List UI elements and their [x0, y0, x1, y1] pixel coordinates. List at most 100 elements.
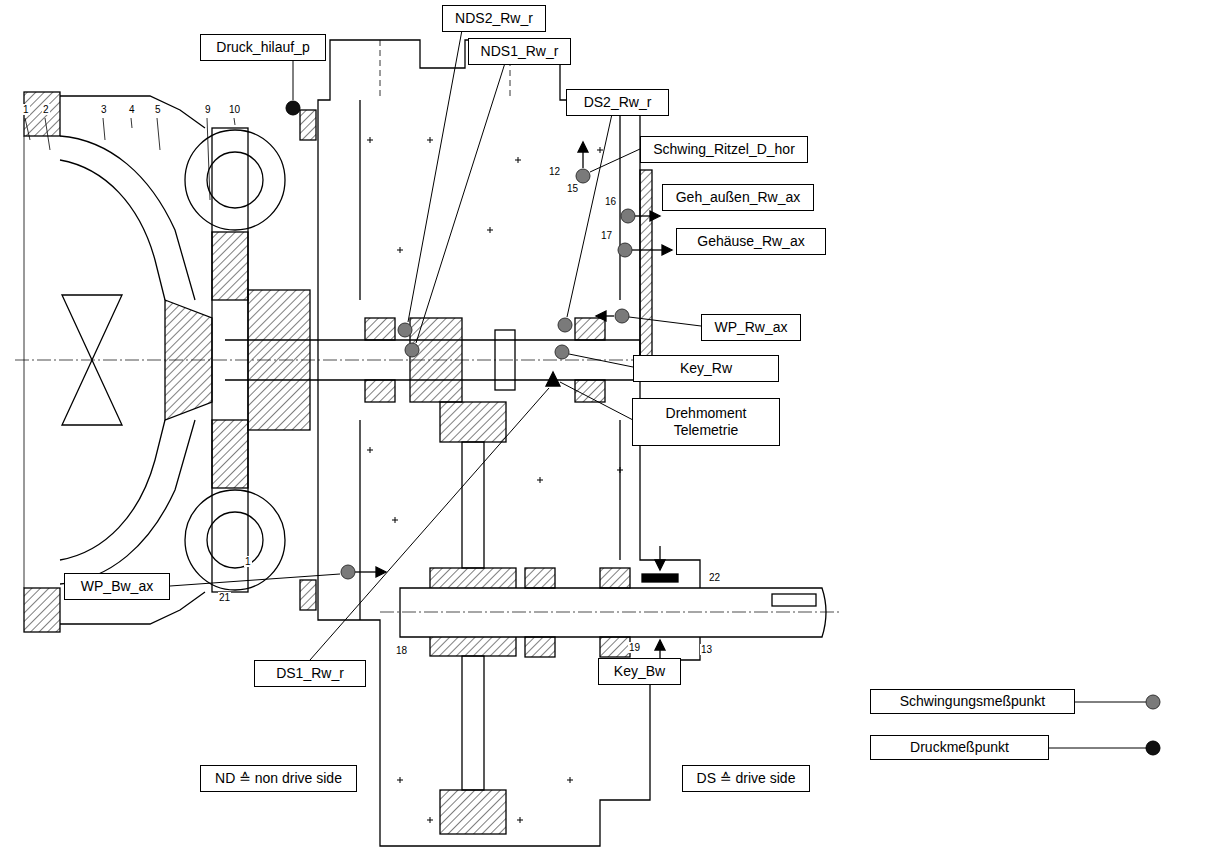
- pinion-shaft: [365, 380, 395, 402]
- callout-number: 3: [100, 104, 108, 115]
- callout-number: 15: [566, 183, 579, 194]
- leader-line: [629, 317, 701, 326]
- signal-name: DS1_Rw_r: [276, 665, 344, 682]
- legend-entry: Schwingungsmeßpunkt: [870, 689, 1075, 714]
- signal-label: Key_Rw: [633, 355, 779, 382]
- vibration-point: [558, 318, 572, 332]
- compressor-section: [60, 96, 205, 128]
- note-box: ND ≙ non drive side: [200, 765, 357, 792]
- pressure-point: [286, 101, 300, 115]
- pinion-shaft: [575, 318, 605, 340]
- measurement-arrow: [376, 567, 386, 577]
- vibration-point: [341, 169, 635, 579]
- callout-number: 10: [228, 104, 241, 115]
- measurement-arrow: [650, 211, 660, 221]
- callout-number: 17: [600, 230, 613, 241]
- bull-gear: [440, 790, 506, 834]
- leader-line: [590, 149, 640, 172]
- vibration-point: [621, 209, 635, 223]
- measurement-arrow: [596, 311, 606, 321]
- bull-gear: [462, 442, 484, 568]
- leader-line: [293, 60, 294, 100]
- pinion-shaft: [365, 318, 395, 340]
- signal-name: NDS2_Rw_r: [455, 10, 533, 27]
- drive-shaft: [525, 568, 555, 588]
- leader-line: [416, 63, 505, 343]
- compressor-section: [300, 580, 316, 610]
- compressor-section: [207, 512, 263, 568]
- drive-shaft: [772, 594, 816, 606]
- callout-number: 2: [42, 104, 50, 115]
- signal-name: DS ≙ drive side: [697, 770, 796, 787]
- compressor-section: [212, 232, 248, 300]
- signal-name: Druck_hilauf_p: [216, 39, 309, 56]
- signal-label: WP_Rw_ax: [701, 314, 801, 341]
- legend-sample: [1075, 692, 1162, 712]
- signal-name: ND ≙ non drive side: [215, 770, 342, 787]
- signal-label: Drehmoment Telemetrie: [632, 398, 780, 446]
- drive-shaft: [525, 637, 555, 657]
- measurement-arrow: [355, 142, 678, 658]
- callout-number: 12: [548, 166, 561, 177]
- signal-label: DS2_Rw_r: [566, 89, 669, 116]
- legend-line: [1075, 701, 1148, 702]
- drive-shaft: [400, 568, 826, 657]
- measurement-arrow: [632, 249, 664, 250]
- callout-number: 22: [708, 572, 721, 583]
- callout-number: 21: [218, 592, 231, 603]
- compressor-section: [60, 420, 165, 560]
- leader-line: [310, 388, 549, 660]
- bull-gear: [440, 402, 506, 442]
- compressor-section: [60, 160, 165, 300]
- compressor-section: [24, 92, 316, 632]
- signal-name: Geh_außen_Rw_ax: [676, 189, 801, 206]
- signal-name: Key_Bw: [614, 663, 665, 680]
- signal-name: DS2_Rw_r: [584, 94, 652, 111]
- signal-name: WP_Rw_ax: [714, 319, 787, 336]
- legend-text: Schwingungsmeßpunkt: [900, 693, 1046, 710]
- signal-name: WP_Bw_ax: [81, 578, 153, 595]
- signal-name: Gehäuse_Rw_ax: [697, 233, 804, 250]
- vibration-point: [341, 565, 355, 579]
- compressor-section: [212, 420, 248, 488]
- compressor-section: [62, 295, 122, 360]
- leader-line: [408, 30, 462, 322]
- signal-label: Key_Bw: [598, 658, 681, 685]
- callout-number: 1: [244, 556, 252, 567]
- measurement-arrow: [582, 150, 583, 168]
- leader-line: [170, 30, 701, 660]
- measurement-arrow: [355, 571, 378, 572]
- drive-shaft: [600, 568, 630, 588]
- drive-shaft: [600, 637, 630, 657]
- compressor-section: [60, 420, 195, 584]
- signal-label: Gehäuse_Rw_ax: [676, 228, 826, 255]
- signal-name: NDS1_Rw_r: [481, 43, 559, 60]
- signal-label: Druck_hilauf_p: [200, 34, 326, 61]
- pressure-point: [286, 101, 300, 115]
- compressor-section: [207, 152, 263, 208]
- center-line: [15, 360, 680, 361]
- compressor-section: [185, 130, 285, 230]
- callout-number: 5: [154, 104, 162, 115]
- signal-label: Schwing_Ritzel_D_hor: [640, 136, 808, 163]
- compressor-section: [24, 136, 25, 588]
- leader-line: [560, 382, 633, 420]
- callout-number: 1: [22, 104, 30, 115]
- callout-number: 18: [395, 645, 408, 656]
- compressor-section: [300, 110, 316, 140]
- vibration-point: [618, 243, 632, 257]
- legend-text: Druckmeßpunkt: [910, 739, 1009, 756]
- pressure-point: [1146, 741, 1160, 755]
- signal-name: Drehmoment Telemetrie: [640, 405, 772, 439]
- signal-label: DS1_Rw_r: [254, 660, 366, 687]
- signal-label: Geh_außen_Rw_ax: [662, 184, 814, 211]
- bull-gear: [462, 656, 484, 790]
- compressor-section: [60, 136, 195, 300]
- compressor-section: [25, 118, 235, 200]
- legend-entry: Druckmeßpunkt: [870, 735, 1049, 760]
- note-box: DS ≙ drive side: [682, 765, 810, 792]
- legend-line: [1049, 747, 1148, 748]
- callout-number: 19: [628, 642, 641, 653]
- signal-label: NDS2_Rw_r: [442, 5, 546, 32]
- measurement-arrow: [546, 372, 560, 386]
